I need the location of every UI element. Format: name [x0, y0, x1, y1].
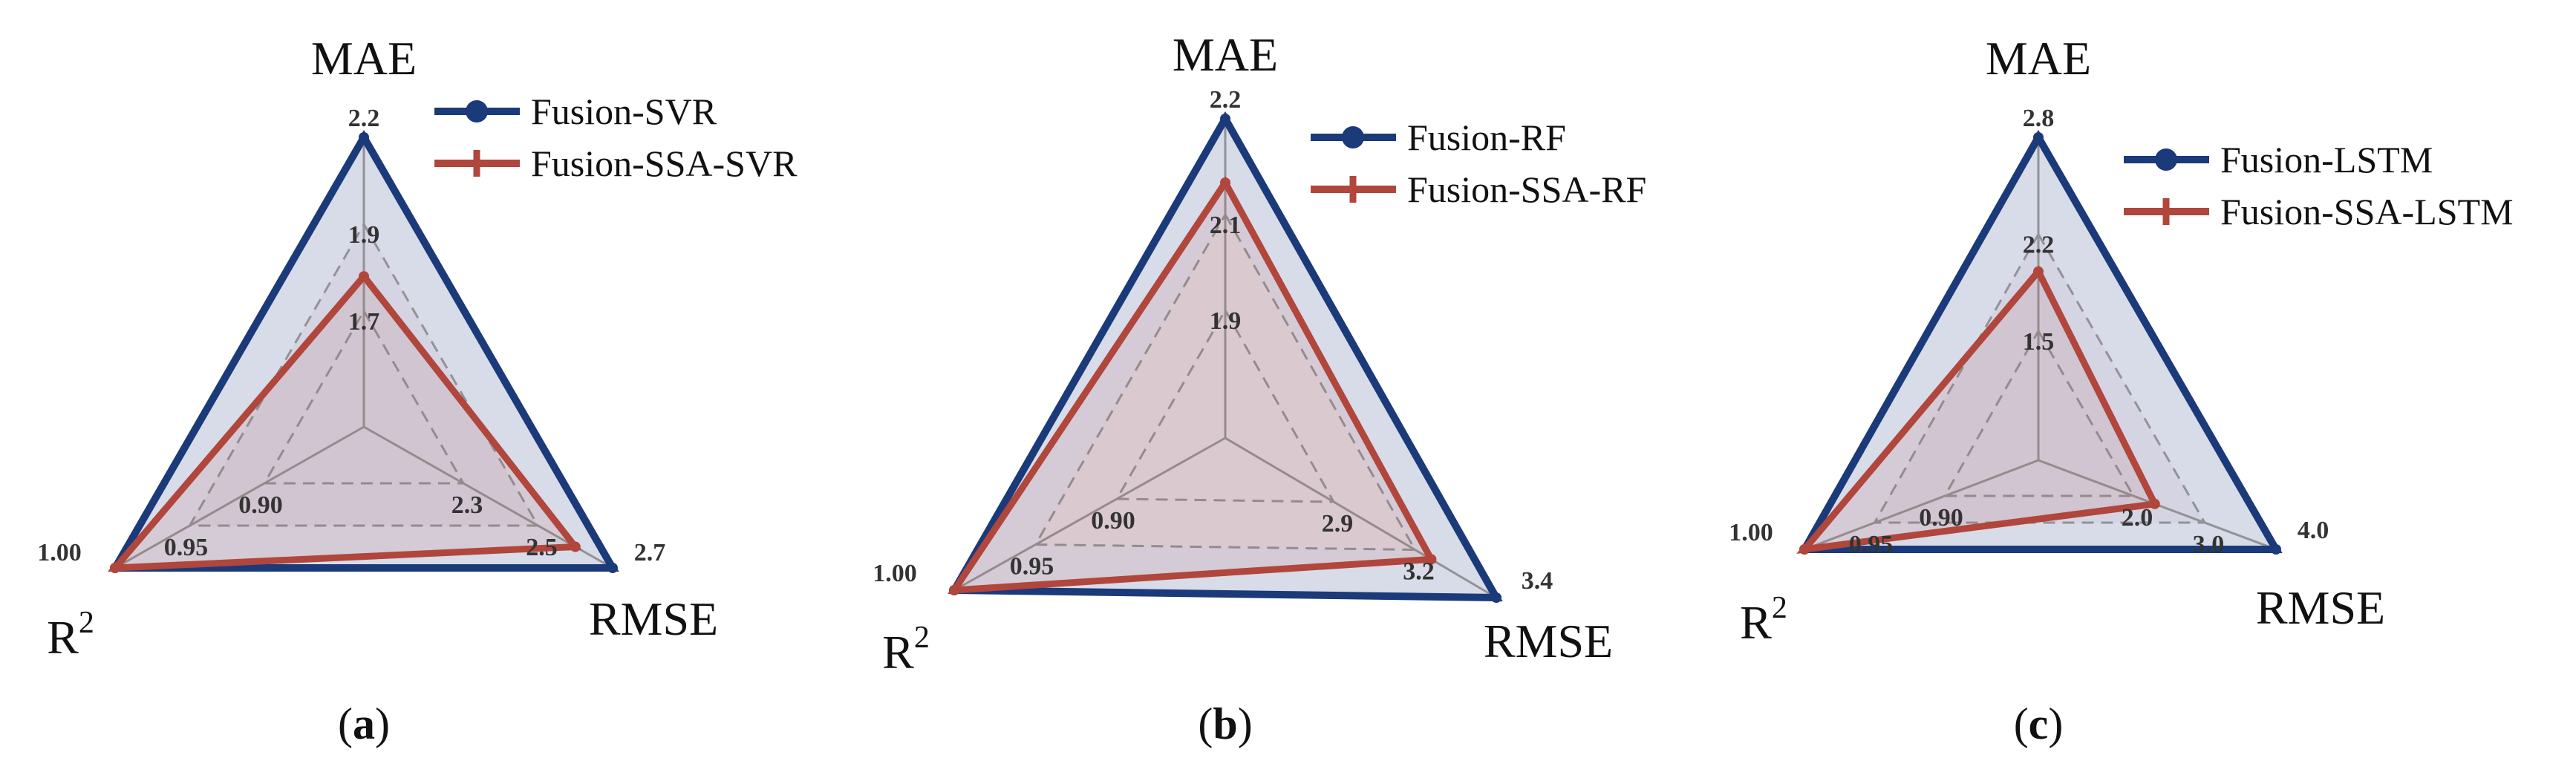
series-vertex-mae: [2033, 266, 2044, 277]
tick-label-r2: 1.00: [1729, 519, 1773, 546]
series-vertex-mae: [359, 132, 369, 143]
tick-label-rmse: 2.5: [526, 534, 558, 561]
tick-label-rmse: 2.3: [451, 491, 483, 519]
legend-marker-circle: [1342, 126, 1364, 148]
series-vertex-r2: [1799, 544, 1810, 555]
tick-label-mae: 2.1: [1210, 212, 1242, 239]
tick-label-r2: 1.00: [873, 560, 917, 587]
tick-label-rmse: 2.9: [1322, 510, 1354, 537]
tick-label-mae: 2.2: [1210, 86, 1242, 114]
legend-label-fusion-svr: Fusion-SVR: [531, 91, 717, 132]
axis-title-mae: MAE: [311, 32, 417, 85]
tick-label-r2: 0.90: [1919, 504, 1963, 532]
legend-label-fusion-lstm: Fusion-LSTM: [2220, 139, 2433, 180]
tick-label-rmse: 2.0: [2122, 504, 2153, 532]
radar-grid-ring-1: [1115, 307, 1336, 503]
tick-label-mae: 1.9: [1210, 307, 1242, 335]
series-vertex-mae: [359, 271, 369, 282]
radar-panel-b: 1.9 2.1 2.2 2.9 3.2 3.4 0.90 0.95 1.00 MAE RMSE R2 F…: [873, 28, 1646, 748]
axis-title-r2: R2: [1740, 591, 1787, 649]
tick-label-mae: 2.2: [348, 105, 380, 132]
series-vertex-rmse: [2271, 544, 2281, 555]
legend-marker-circle: [2155, 148, 2177, 171]
radar-grid-ring-1: [262, 309, 466, 485]
series-vertex-rmse: [2149, 498, 2160, 509]
radar-spoke-r2: [114, 425, 365, 569]
tick-label-rmse: 3.2: [1403, 558, 1435, 586]
tick-label-r2: 0.95: [1010, 553, 1054, 581]
series-vertex-r2: [110, 563, 120, 573]
series-polygon-fusion-ssa-rf: [948, 176, 1437, 595]
series-vertex-rmse: [570, 541, 581, 552]
tick-label-rmse: 4.0: [2298, 517, 2329, 544]
axis-title-r2: R2: [882, 621, 930, 679]
radar-grid-ring-1: [1943, 328, 2136, 497]
tick-label-mae: 2.8: [2023, 105, 2055, 132]
tick-label-r2: 0.90: [238, 491, 283, 519]
tick-label-r2: 0.95: [1849, 531, 1894, 558]
series-vertex-r2: [949, 585, 959, 595]
series-vertex-rmse: [1426, 554, 1437, 565]
axis-title-mae: MAE: [1173, 28, 1278, 81]
series-vertex-mae: [2033, 132, 2044, 143]
tick-label-mae: 1.9: [348, 221, 380, 249]
axis-title-mae: MAE: [1986, 32, 2091, 85]
radar-panel-c: 1.5 2.2 2.8 2.0 3.0 4.0 0.90 0.95 1.00 MAE RMSE R2 F…: [1729, 32, 2513, 748]
series-vertex-mae: [1220, 177, 1230, 188]
axis-title-r2: R2: [47, 606, 94, 664]
series-polygon-fusion-svr: [108, 130, 619, 572]
axis-title-rmse: RMSE: [1484, 615, 1613, 667]
tick-label-mae: 1.5: [2023, 328, 2055, 356]
tick-label-r2: 0.90: [1091, 507, 1135, 535]
legend-marker-circle: [466, 100, 488, 122]
tick-label-mae: 1.7: [348, 308, 380, 336]
tick-label-r2: 1.00: [37, 539, 82, 566]
radar-spoke-r2: [1804, 459, 2039, 551]
tick-label-r2: 0.95: [164, 534, 209, 561]
series-vertex-rmse: [1491, 592, 1501, 603]
legend-label-fusion-ssa-svr: Fusion-SSA-SVR: [531, 143, 798, 184]
legend-label-fusion-ssa-lstm: Fusion-SSA-LSTM: [2220, 191, 2514, 232]
radar-panel-a: 1.7 1.9 2.2 2.3 2.5 2.7 0.90 0.95 1.00 MAE RMSE R2 F…: [37, 32, 798, 748]
series-polygon-fusion-ssa-svr: [107, 271, 582, 572]
series-polygon-fusion-lstm: [1798, 129, 2283, 553]
radar-spoke-r2: [953, 437, 1226, 592]
radar-inner-background: [1874, 234, 2205, 523]
panel-label: (a): [338, 699, 390, 748]
tick-label-rmse: 2.7: [634, 539, 666, 566]
panel-label: (c): [2014, 699, 2064, 748]
series-polygon-fusion-rf: [948, 111, 1503, 602]
series-vertex-rmse: [607, 563, 618, 573]
legend-label-fusion-rf: Fusion-RF: [1407, 117, 1566, 158]
tick-label-rmse: 3.0: [2193, 531, 2225, 558]
axis-title-rmse: RMSE: [589, 592, 718, 645]
tick-label-rmse: 3.4: [1522, 567, 1553, 595]
axis-title-rmse: RMSE: [2256, 581, 2385, 634]
tick-label-mae: 2.2: [2023, 232, 2055, 259]
radar-spoke-rmse: [1225, 437, 1497, 599]
panel-label: (b): [1198, 699, 1252, 748]
series-polygon-fusion-ssa-lstm: [1796, 265, 2160, 554]
legend-label-fusion-ssa-rf: Fusion-SSA-RF: [1407, 169, 1646, 210]
radar-grid-ring-2: [1033, 212, 1418, 552]
series-vertex-mae: [1220, 114, 1230, 124]
